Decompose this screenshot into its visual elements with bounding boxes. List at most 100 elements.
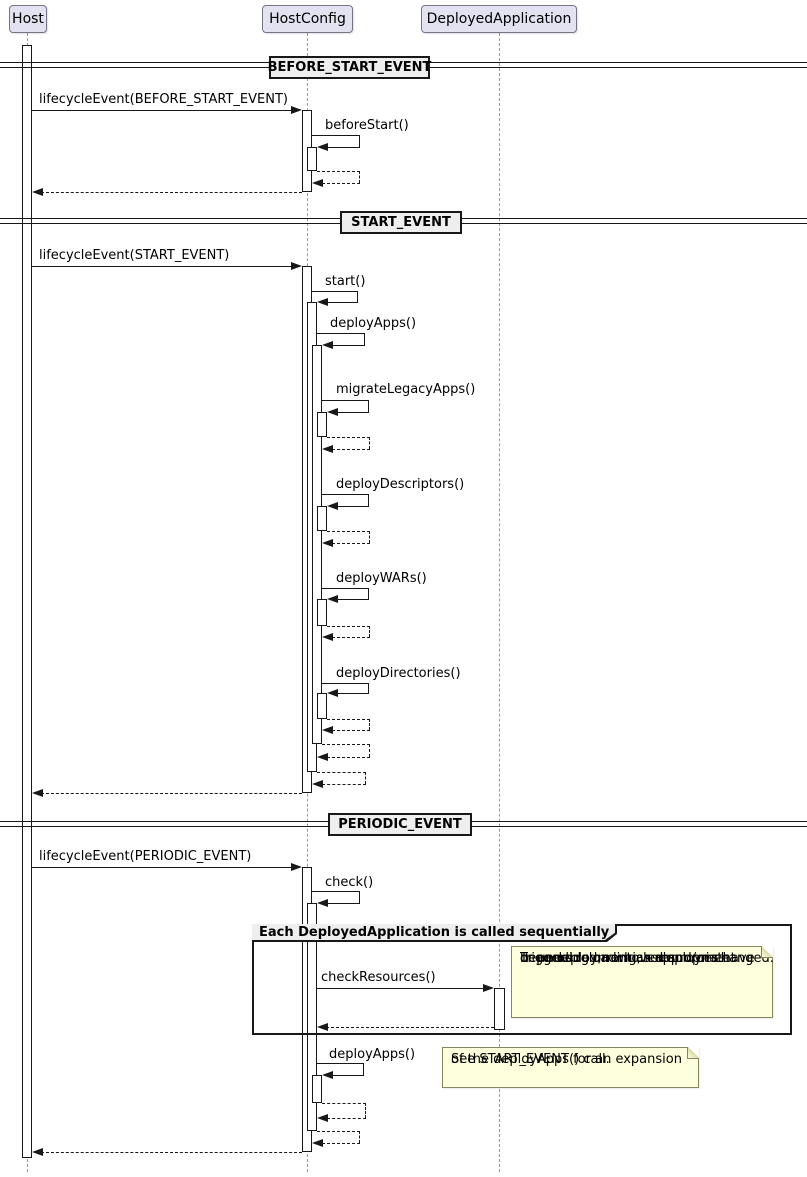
self-call-line	[312, 135, 360, 137]
self-return-line	[322, 183, 360, 184]
divider-label: START_EVENT	[340, 211, 462, 234]
self-call-label: start()	[325, 274, 366, 289]
return-line	[326, 1027, 494, 1028]
self-call-line	[322, 400, 369, 402]
self-call-label: deployDirectories()	[336, 666, 461, 681]
arrowhead-icon	[291, 105, 302, 114]
self-call-line	[337, 506, 369, 508]
self-call-label: deployApps()	[330, 316, 417, 331]
self-return-line	[322, 784, 366, 785]
self-return-line	[322, 744, 370, 745]
arrowhead-icon	[317, 297, 328, 306]
self-call-label: deployWARs()	[336, 571, 427, 586]
self-call-line	[332, 345, 365, 347]
self-loop-side	[369, 719, 370, 730]
self-call-label: beforeStart()	[325, 118, 409, 133]
self-return-line	[332, 449, 370, 450]
self-call-line	[317, 1063, 364, 1065]
arrowhead-icon	[32, 788, 43, 797]
self-loop-side	[365, 772, 366, 784]
message-label: checkResources()	[321, 970, 436, 985]
arrowhead-icon	[312, 1138, 323, 1147]
self-return-line	[327, 626, 370, 627]
arrowhead-icon	[312, 779, 323, 788]
self-return-line	[332, 637, 370, 638]
message-line	[32, 110, 293, 112]
self-call-line	[322, 588, 369, 590]
return-line	[41, 793, 302, 794]
divider-label: BEFORE_START_EVENT	[268, 56, 431, 79]
group-frame-header	[252, 924, 615, 940]
self-call-line	[317, 333, 365, 335]
arrowhead-icon	[327, 407, 338, 416]
self-return-line	[327, 531, 370, 532]
self-loop-side	[359, 171, 360, 183]
self-call-line	[327, 147, 360, 149]
group-frame-title: Each DeployedApplication is called seque…	[259, 925, 610, 940]
message-label: lifecycleEvent(START_EVENT)	[39, 248, 230, 263]
self-call-line	[322, 494, 369, 496]
arrowhead-icon	[322, 340, 333, 349]
self-return-line	[317, 171, 360, 172]
message-line	[32, 266, 293, 268]
activation-hc-beforeStart	[307, 147, 317, 171]
message-line	[317, 988, 485, 990]
arrowhead-icon	[317, 1113, 328, 1122]
self-loop-side	[357, 291, 358, 302]
note-line: been added, removed and/or changed.	[520, 951, 774, 966]
self-call-line	[327, 302, 358, 304]
self-loop-side	[365, 1103, 366, 1118]
self-loop-side	[368, 400, 369, 412]
arrowhead-icon	[317, 142, 328, 151]
arrowhead-icon	[327, 688, 338, 697]
self-call-label: check()	[325, 875, 374, 890]
self-return-line	[327, 437, 370, 438]
note-fold-icon	[761, 946, 773, 958]
arrowhead-icon	[317, 752, 328, 761]
self-loop-side	[359, 135, 360, 147]
message-line	[32, 867, 293, 869]
self-return-line	[327, 757, 370, 758]
arrowhead-icon	[327, 501, 338, 510]
arrowhead-icon	[32, 187, 43, 196]
self-call-line	[312, 891, 360, 893]
activation-hc-deployApps2	[312, 1075, 322, 1103]
self-return-line	[327, 719, 370, 720]
arrowhead-icon	[291, 862, 302, 871]
self-call-label: migrateLegacyApps()	[336, 382, 476, 397]
message-label: lifecycleEvent(BEFORE_START_EVENT)	[39, 92, 288, 107]
activation-hc-migrateLegacyApps	[317, 412, 327, 437]
arrowhead-icon	[322, 538, 333, 547]
self-loop-side	[368, 494, 369, 506]
note-fold-icon	[687, 1047, 699, 1059]
activation-hc-deployWARs	[317, 599, 327, 626]
self-return-line	[322, 1143, 360, 1144]
self-return-line	[332, 543, 370, 544]
arrowhead-icon	[317, 1022, 328, 1031]
divider-label: PERIODIC_EVENT	[328, 813, 472, 836]
self-call-line	[337, 412, 369, 414]
self-call-label: deployDescriptors()	[336, 477, 465, 492]
self-call-line	[312, 291, 358, 293]
self-return-line	[317, 1131, 360, 1132]
arrowhead-icon	[322, 1070, 333, 1079]
arrowhead-icon	[317, 898, 328, 907]
self-loop-side	[369, 531, 370, 543]
self-call-line	[332, 1075, 364, 1077]
self-loop-side	[368, 588, 369, 599]
self-call-line	[322, 683, 369, 685]
return-line	[41, 1152, 302, 1153]
arrowhead-icon	[322, 632, 333, 641]
arrowhead-icon	[322, 444, 333, 453]
note-line: Triggers reloading, redeployment	[520, 951, 736, 966]
self-loop-side	[369, 744, 370, 757]
participant-host: Host	[9, 5, 47, 33]
self-loop-side	[359, 1131, 360, 1143]
participant-deployedapplication: DeployedApplication	[421, 5, 577, 33]
self-loop-side	[368, 683, 369, 693]
arrowhead-icon	[327, 594, 338, 603]
note-line: depending on which resources have	[520, 951, 755, 966]
